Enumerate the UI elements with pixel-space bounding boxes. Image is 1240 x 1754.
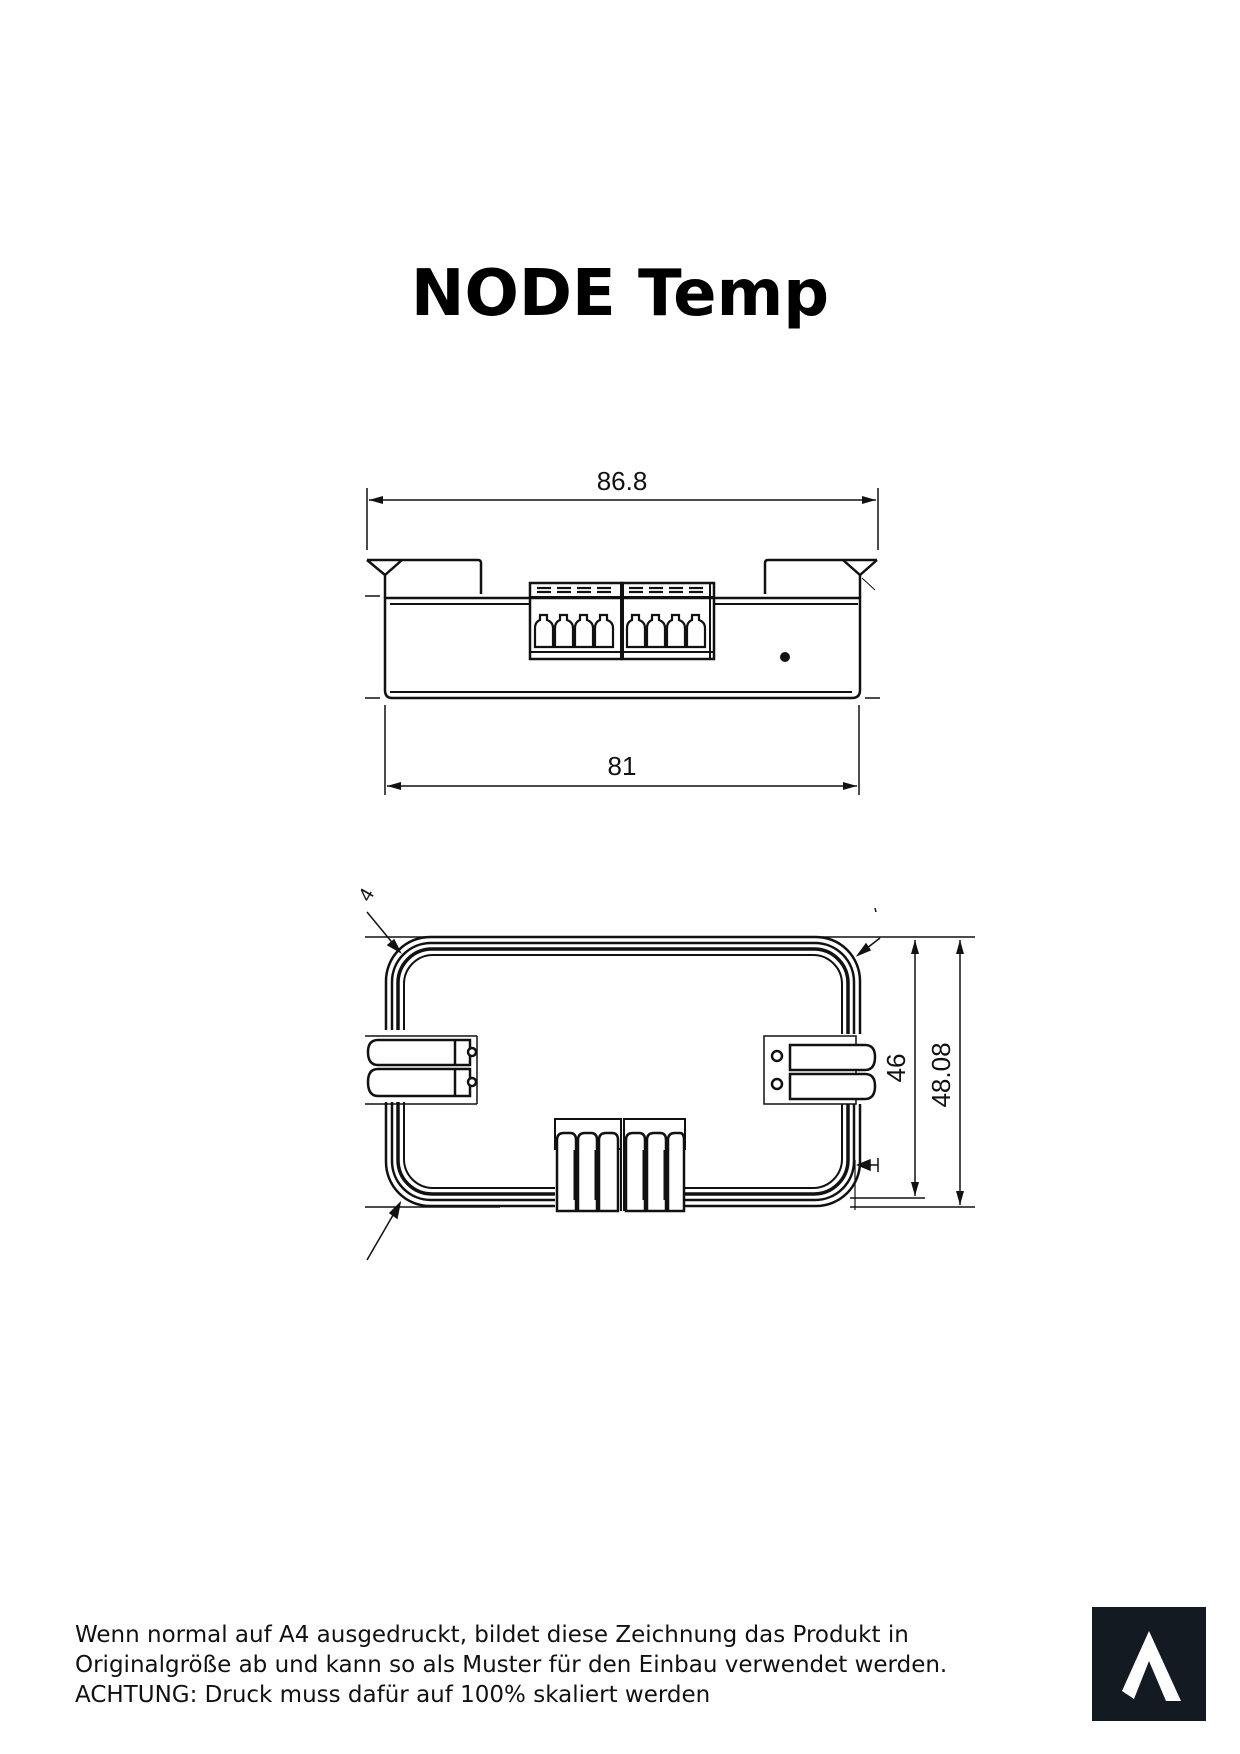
terminal-block-right — [625, 586, 707, 649]
page-title: NODE Temp — [410, 257, 830, 331]
top-view-corner-leaders — [366, 907, 881, 1261]
notice-line-3: ACHTUNG: Druck muss dafür auf 100% skali… — [75, 1682, 711, 1708]
top-view-bottom-connector — [554, 1118, 686, 1213]
side-view-drawing — [365, 488, 880, 700]
dimension-label-86-8: 86.8 — [597, 466, 648, 496]
notice-line-1: Wenn normal auf A4 ausgedruckt, bildet d… — [75, 1622, 909, 1648]
dimension-label-48-08: 48.08 — [926, 1042, 956, 1107]
side-view-dimension-bottom — [384, 705, 860, 795]
brand-logo — [1092, 1607, 1206, 1721]
terminal-block-left — [533, 586, 615, 649]
notice-line-2: Originalgröße ab und kann so als Muster … — [75, 1652, 948, 1678]
side-view-terminals — [533, 586, 707, 649]
top-view-left-connector — [365, 1030, 480, 1105]
dimension-label-46: 46 — [881, 1054, 911, 1083]
lambda-chevron-logo-icon — [1122, 1631, 1181, 1701]
top-view-dimensions — [911, 940, 964, 1205]
corner-radius-label: 4 — [354, 885, 379, 906]
technical-drawing: 86.8 81 46 48.08 4 — [354, 466, 975, 1261]
print-scale-notice: Wenn normal auf A4 ausgedruckt, bildet d… — [75, 1620, 1055, 1710]
dimension-label-81: 81 — [608, 751, 637, 781]
top-view-right-connector — [763, 1034, 877, 1105]
